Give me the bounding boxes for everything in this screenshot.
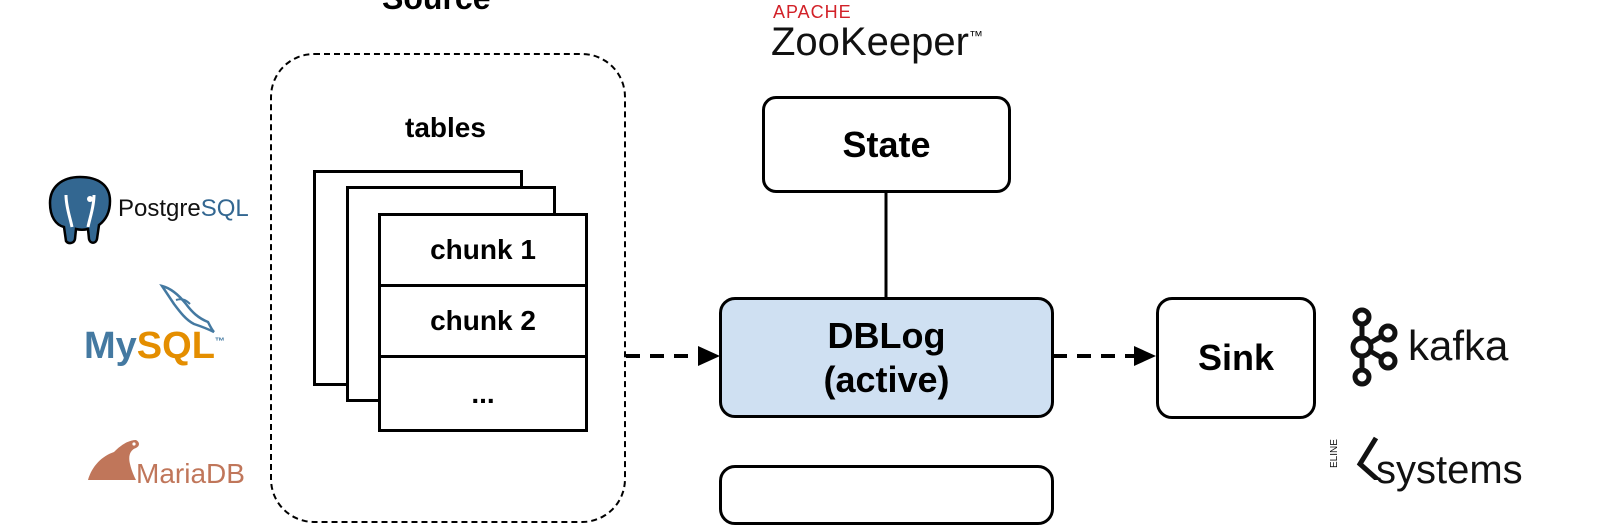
postgresql-suffix: SQL: [200, 195, 249, 222]
tables-label: tables: [405, 112, 486, 143]
dblog-to-sink-arrowhead: [1134, 346, 1156, 366]
zookeeper-name: ZooKeeper: [771, 20, 969, 64]
kafka-wordmark: kafka: [1408, 322, 1509, 369]
mariadb-sealion-icon: [88, 440, 139, 480]
state-box: State: [762, 96, 1011, 193]
table-sheet-front: chunk 1 chunk 2 ...: [378, 213, 588, 432]
kafka-icon: [1350, 307, 1398, 387]
pipeline-vertical-text: ELINE: [1329, 439, 1340, 468]
dblog-box: DBLog (active): [719, 297, 1054, 418]
connector-layer: [626, 192, 1156, 366]
sink-label: Sink: [1197, 337, 1275, 378]
dblog-label: DBLog: [827, 314, 946, 356]
mysql-prefix: My: [84, 325, 137, 367]
mysql-dolphin-icon: [159, 284, 215, 334]
pipeline-wordmark: systems: [1376, 448, 1523, 492]
source-to-dblog-arrowhead: [698, 346, 720, 366]
pipeline-chevron-icon: [1356, 436, 1380, 480]
zookeeper-logo-top: APACHE: [773, 2, 852, 22]
chunk-row: chunk 2: [381, 287, 585, 358]
dblog-standby-box: [719, 465, 1054, 525]
postgresql-elephant-icon: [48, 175, 112, 245]
chunk-row: chunk 1: [381, 216, 585, 287]
mariadb-wordmark: MariaDB: [136, 458, 245, 489]
mysql-suffix: SQL: [136, 325, 215, 367]
postgresql-wordmark: PostgreSQL: [118, 195, 249, 223]
state-label: State: [842, 123, 931, 165]
mysql-tm: ™: [214, 336, 225, 348]
sink-box: Sink: [1156, 297, 1316, 419]
postgresql-prefix: Postgre: [118, 195, 201, 222]
source-title: Source: [382, 0, 490, 14]
chunk-row-ellipsis: ...: [471, 377, 495, 409]
zookeeper-logo-name: ZooKeeper™: [771, 20, 983, 65]
zookeeper-tm: ™: [968, 27, 983, 44]
mysql-wordmark: MySQL™: [84, 325, 225, 368]
dblog-status: (active): [823, 358, 950, 400]
